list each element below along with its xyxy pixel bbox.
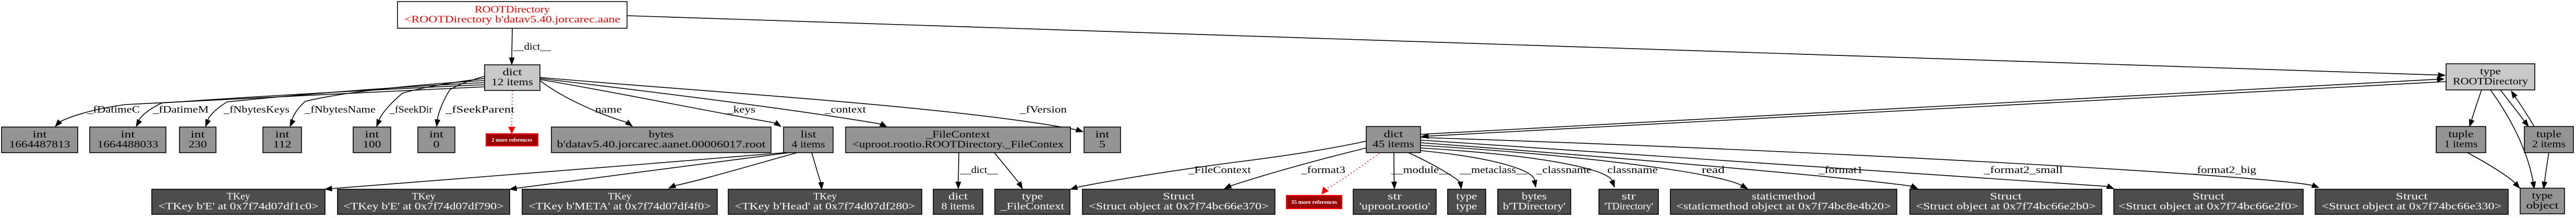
svg-text:35 more references: 35 more references — [1291, 199, 1338, 205]
svg-text:str: str — [1388, 191, 1402, 202]
svg-text:str: str — [1622, 191, 1636, 202]
svg-text:TKey: TKey — [608, 191, 632, 202]
svg-text:__dict__: __dict__ — [513, 41, 551, 52]
svg-text:<uproot.rootio.ROOTDirectory._: <uproot.rootio.ROOTDirectory._FileContex — [852, 139, 1064, 150]
svg-text:_classname: _classname — [1536, 165, 1592, 176]
svg-text:ROOTDirectory: ROOTDirectory — [2453, 76, 2529, 87]
svg-text:bytes: bytes — [1522, 191, 1547, 202]
svg-text:type: type — [2480, 66, 2501, 77]
svg-text:12 items: 12 items — [491, 77, 533, 88]
svg-text:<Struct object at 0x7f74bc66e3: <Struct object at 0x7f74bc66e330> — [2322, 201, 2502, 212]
svg-text:_fSeekParent: _fSeekParent — [445, 105, 515, 116]
svg-text:read: read — [1702, 165, 1725, 176]
svg-text:type: type — [1456, 191, 1477, 202]
svg-text:ROOTDirectory: ROOTDirectory — [475, 4, 550, 15]
svg-text:name: name — [595, 105, 622, 116]
svg-text:_format1: _format1 — [1818, 165, 1863, 176]
svg-text:TKey: TKey — [412, 191, 436, 202]
svg-text:int: int — [1096, 129, 1110, 140]
svg-text:int: int — [33, 129, 47, 140]
svg-text:<TKey b'E' at 0x7f74d07df1c0>: <TKey b'E' at 0x7f74d07df1c0> — [159, 201, 319, 212]
svg-text:__dict__: __dict__ — [960, 165, 998, 176]
svg-text:dict: dict — [1384, 129, 1404, 140]
svg-text:object: object — [2526, 200, 2559, 211]
svg-text:tuple: tuple — [2536, 129, 2561, 140]
svg-text:int: int — [121, 129, 136, 140]
svg-text:<Struct object at 0x7f74bc66e2: <Struct object at 0x7f74bc66e2f0> — [2118, 201, 2298, 212]
svg-text:staticmethod: staticmethod — [1752, 191, 1816, 202]
svg-text:8 items: 8 items — [942, 201, 975, 212]
svg-text:_fVersion: _fVersion — [1019, 105, 1067, 116]
svg-text:int: int — [429, 129, 444, 140]
svg-text:1664487813: 1664487813 — [9, 139, 70, 150]
svg-text:_format3: _format3 — [1301, 165, 1345, 176]
svg-text:type: type — [1456, 201, 1477, 212]
svg-text:Struct: Struct — [2396, 191, 2428, 202]
svg-text:dict: dict — [503, 67, 523, 78]
svg-text:100: 100 — [363, 139, 381, 150]
svg-text:Struct: Struct — [2193, 191, 2225, 202]
svg-text:230: 230 — [189, 139, 207, 150]
svg-text:__module__: __module__ — [1391, 165, 1451, 176]
svg-text:_format2_small: _format2_small — [1983, 165, 2063, 176]
svg-text:112: 112 — [273, 139, 292, 150]
svg-text:<ROOTDirectory b'datav5.40.jor: <ROOTDirectory b'datav5.40.jorcarec.aane — [404, 14, 620, 25]
svg-text:1 items: 1 items — [2445, 139, 2478, 150]
svg-text:4 items: 4 items — [792, 139, 825, 150]
svg-text:dict: dict — [948, 191, 968, 202]
svg-text:0: 0 — [434, 139, 440, 150]
svg-text:Struct: Struct — [1990, 191, 2023, 202]
svg-text:b'TDirectory': b'TDirectory' — [1503, 201, 1566, 212]
svg-text:<Struct object at 0x7f74bc66e2: <Struct object at 0x7f74bc66e2b0> — [1916, 201, 2096, 212]
svg-text:TKey: TKey — [227, 191, 251, 202]
svg-text:'uproot.rootio': 'uproot.rootio' — [1359, 201, 1430, 212]
svg-text:_keys: _keys — [727, 105, 755, 116]
svg-text:TKey: TKey — [813, 191, 837, 202]
svg-text:_FileContext: _FileContext — [1188, 165, 1251, 176]
svg-text:<staticmethod object at 0x7f74: <staticmethod object at 0x7f74bc8e4b20> — [1676, 201, 1891, 212]
svg-text:__metaclass__: __metaclass__ — [1459, 165, 1528, 176]
svg-text:'TDirectory': 'TDirectory' — [1604, 201, 1653, 212]
svg-text:_context: _context — [824, 105, 866, 116]
svg-text:_format2_big: _format2_big — [2190, 165, 2256, 176]
svg-text:<TKey b'E' at 0x7f74d07df790>: <TKey b'E' at 0x7f74d07df790> — [344, 201, 504, 212]
svg-text:b'datav5.40.jorcarec.aanet.000: b'datav5.40.jorcarec.aanet.00006017.root — [557, 139, 766, 150]
svg-text:int: int — [365, 129, 380, 140]
svg-text:_fDatimeC: _fDatimeC — [87, 105, 140, 116]
svg-text:_FileContext: _FileContext — [1000, 201, 1065, 212]
svg-text:_fDatimeM: _fDatimeM — [152, 105, 209, 116]
svg-text:_fNbytesName: _fNbytesName — [304, 105, 376, 116]
svg-text:_fNbytesKeys: _fNbytesKeys — [223, 105, 290, 116]
svg-text:type: type — [2532, 190, 2553, 201]
svg-text:_fSeekDir: _fSeekDir — [389, 105, 433, 116]
svg-text:1664488033: 1664488033 — [98, 139, 159, 150]
svg-text:<TKey b'META' at 0x7f74d07df4f: <TKey b'META' at 0x7f74d07df4f0> — [529, 201, 711, 212]
svg-text:5: 5 — [1099, 139, 1105, 150]
svg-text:int: int — [275, 129, 290, 140]
svg-text:Struct: Struct — [1163, 191, 1195, 202]
svg-text:45 items: 45 items — [1373, 139, 1414, 150]
svg-text:<TKey b'Head' at 0x7f74d07df28: <TKey b'Head' at 0x7f74d07df280> — [735, 201, 916, 212]
svg-text:bytes: bytes — [649, 129, 674, 140]
svg-text:2 more references: 2 more references — [492, 137, 533, 143]
svg-text:type: type — [1022, 191, 1043, 202]
svg-text:int: int — [191, 129, 206, 140]
svg-text:tuple: tuple — [2449, 129, 2474, 140]
svg-text:2 items: 2 items — [2532, 139, 2566, 150]
svg-text:classname: classname — [1607, 165, 1658, 176]
svg-text:list: list — [801, 129, 817, 140]
svg-text:<Struct object at 0x7f74bc66e3: <Struct object at 0x7f74bc66e370> — [1089, 201, 1269, 212]
svg-text:_FileContext: _FileContext — [925, 129, 990, 140]
